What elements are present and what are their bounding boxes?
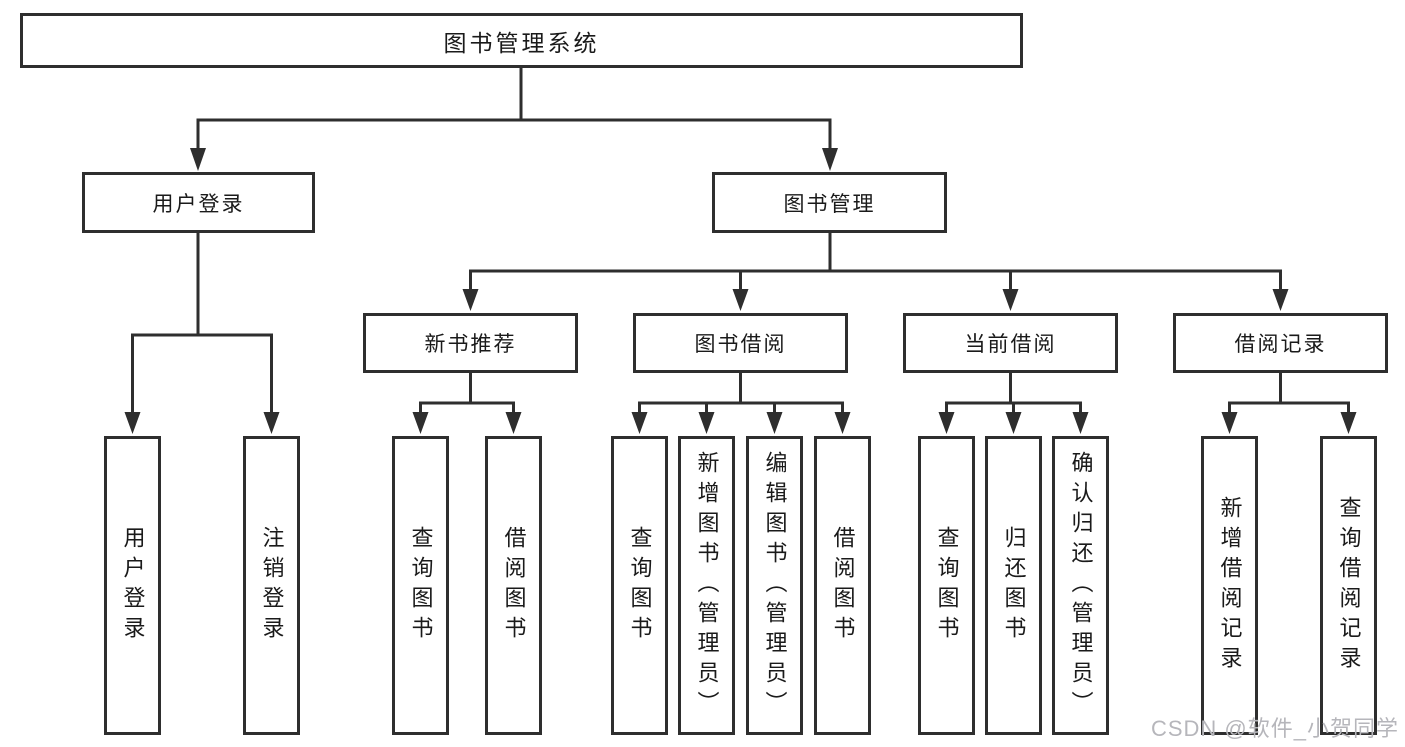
csdn-watermark: CSDN @软件_小贺同学 xyxy=(1150,716,1399,741)
connector-borrowing-records xyxy=(1228,371,1350,416)
node-query-books-borrowing: 查询图书 xyxy=(611,436,668,735)
arrowhead xyxy=(1340,412,1357,434)
arrowhead xyxy=(1272,289,1289,311)
arrowhead xyxy=(698,412,715,434)
arrowhead xyxy=(938,412,955,434)
node-query-books-current: 查询图书 xyxy=(918,436,975,735)
arrowhead xyxy=(412,412,429,434)
arrowhead xyxy=(1072,412,1089,434)
node-edit-book-admin: 编辑图书（管理员） xyxy=(746,436,803,735)
arrowhead xyxy=(732,289,749,311)
node-query-borrow-record: 查询借阅记录 xyxy=(1320,436,1377,735)
arrowhead xyxy=(462,289,479,311)
node-return-books: 归还图书 xyxy=(985,436,1042,735)
arrowhead xyxy=(822,148,838,171)
arrowhead xyxy=(834,412,851,434)
arrowhead xyxy=(631,412,648,434)
node-borrow-books-borrowing: 借阅图书 xyxy=(814,436,871,735)
connector-book-management xyxy=(469,231,1282,293)
node-query-books-recommend: 查询图书 xyxy=(392,436,449,735)
node-add-book-admin: 新增图书（管理员） xyxy=(678,436,735,735)
node-user-login: 用户登录 xyxy=(82,172,315,233)
arrowhead xyxy=(1002,289,1019,311)
node-book-management: 图书管理 xyxy=(712,172,947,233)
arrowhead xyxy=(505,412,522,434)
arrowhead xyxy=(263,412,280,434)
node-borrow-books-recommend: 借阅图书 xyxy=(485,436,542,735)
connector-user-login xyxy=(131,231,273,416)
node-add-borrow-record: 新增借阅记录 xyxy=(1201,436,1258,735)
connector-current-borrowing xyxy=(945,371,1082,416)
arrowhead xyxy=(1005,412,1022,434)
arrowhead xyxy=(1221,412,1238,434)
arrowhead xyxy=(190,148,206,171)
node-book-borrowing: 图书借阅 xyxy=(633,313,848,373)
connector-book-borrowing xyxy=(638,371,844,416)
node-new-book-recommend: 新书推荐 xyxy=(363,313,578,373)
node-logout: 注销登录 xyxy=(243,436,300,735)
node-current-borrowing: 当前借阅 xyxy=(903,313,1118,373)
connector-new-book-recommend xyxy=(419,371,515,416)
node-borrowing-records: 借阅记录 xyxy=(1173,313,1388,373)
node-confirm-return-admin: 确认归还（管理员） xyxy=(1052,436,1109,735)
arrowhead xyxy=(124,412,141,434)
node-library-system: 图书管理系统 xyxy=(20,13,1023,68)
arrowhead xyxy=(766,412,783,434)
node-user-login-leaf: 用户登录 xyxy=(104,436,161,735)
connector-root xyxy=(196,66,832,152)
